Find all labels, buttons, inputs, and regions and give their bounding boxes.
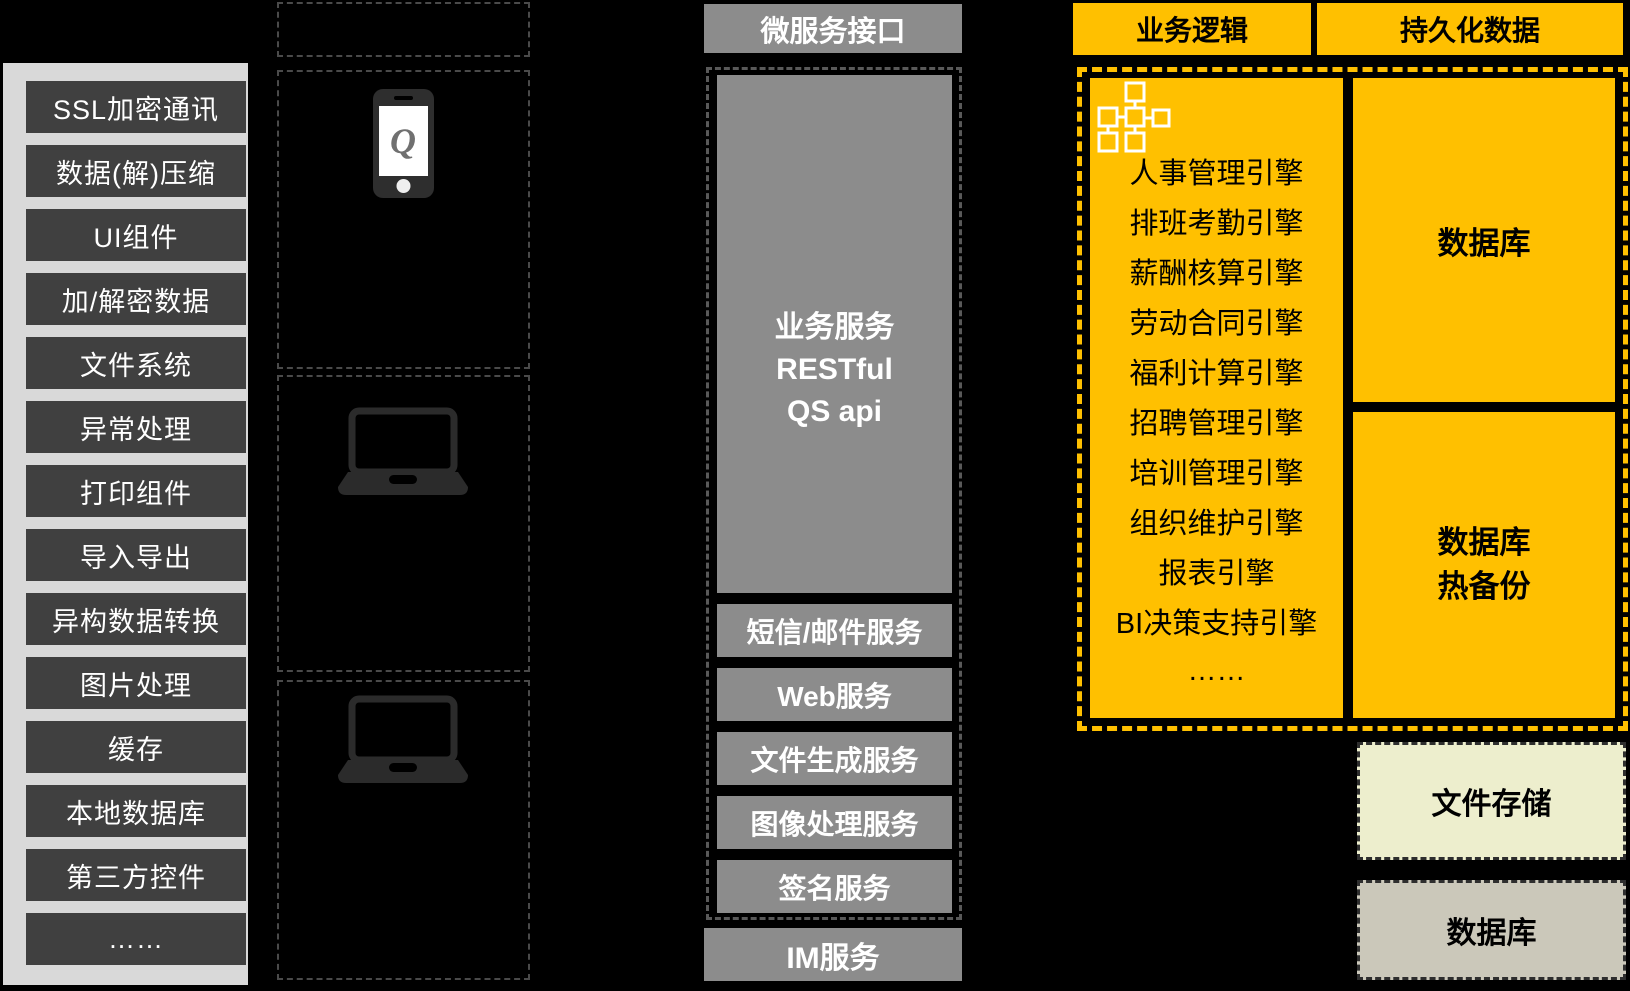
component-box: 异构数据转换 xyxy=(26,593,246,645)
engine-label: 招聘管理引擎 xyxy=(1129,408,1304,440)
component-box: 数据(解)压缩 xyxy=(26,145,246,197)
component-label: 图片处理 xyxy=(80,670,192,701)
bottom-database-box: 数据库 xyxy=(1357,880,1626,980)
component-label: 打印组件 xyxy=(80,478,192,509)
component-box: 加/解密数据 xyxy=(26,273,246,325)
microservice-container xyxy=(706,67,962,920)
service-label: 文件生成服务 xyxy=(750,744,919,776)
component-box: 本地数据库 xyxy=(26,785,246,837)
component-label: …… xyxy=(108,923,164,954)
component-label: 第三方控件 xyxy=(66,862,206,893)
engine-label: 培训管理引擎 xyxy=(1129,458,1304,490)
business-service-label: 业务服务 RESTful QS api xyxy=(717,75,952,433)
service-label: Web服务 xyxy=(777,680,892,712)
client-zone-mobile: Q xyxy=(277,70,530,369)
component-label: 导入导出 xyxy=(80,542,192,573)
component-box: 打印组件 xyxy=(26,465,246,517)
backend-container xyxy=(1077,67,1628,731)
client-zone-desktop-2 xyxy=(277,680,530,980)
engine-label: BI决策支持引擎 xyxy=(1115,608,1318,640)
business-logic-header: 业务逻辑 xyxy=(1073,3,1311,55)
engine-label: 排班考勤引擎 xyxy=(1129,208,1304,240)
engine-label: 劳动合同引擎 xyxy=(1129,308,1304,340)
engine-label: 报表引擎 xyxy=(1158,558,1275,590)
component-box: SSL加密通讯 xyxy=(26,81,246,133)
org-chart-icon xyxy=(1097,81,1171,153)
component-label: 异构数据转换 xyxy=(52,606,220,637)
component-label: 缓存 xyxy=(108,734,164,765)
laptop-icon xyxy=(338,407,468,495)
database-hot-backup-box: 数据库热备份 xyxy=(1353,412,1615,718)
component-box: …… xyxy=(26,913,246,965)
microservice-interface-header: 微服务接口 xyxy=(704,4,962,53)
engine-label: 福利计算引擎 xyxy=(1129,358,1304,390)
component-box: 导入导出 xyxy=(26,529,246,581)
smartphone-icon: Q xyxy=(373,89,434,198)
component-box: 第三方控件 xyxy=(26,849,246,901)
service-label: 短信/邮件服务 xyxy=(746,616,923,648)
im-service-box: IM服务 xyxy=(704,928,962,981)
component-label: 文件系统 xyxy=(80,350,192,381)
phone-logo: Q xyxy=(390,121,416,161)
component-label: UI组件 xyxy=(93,222,179,253)
business-service-line: RESTful xyxy=(776,353,893,386)
business-service-line: 业务服务 xyxy=(774,311,895,344)
component-box: 文件系统 xyxy=(26,337,246,389)
component-box: 缓存 xyxy=(26,721,246,773)
service-label: 图像处理服务 xyxy=(750,808,919,840)
business-logic-box: 人事管理引擎 排班考勤引擎 薪酬核算引擎 劳动合同引擎 福利计算引擎 xyxy=(1090,78,1343,718)
component-box: 异常处理 xyxy=(26,401,246,453)
file-storage-box: 文件存储 xyxy=(1357,742,1626,860)
database-box: 数据库 xyxy=(1353,78,1615,402)
service-box: Web服务 xyxy=(717,668,952,721)
service-box: 短信/邮件服务 xyxy=(717,604,952,657)
client-components-list: SSL加密通讯 数据(解)压缩 UI组件 加/解密数据 文件系统 xyxy=(26,81,246,965)
component-label: SSL加密通讯 xyxy=(52,94,220,125)
business-service-box: 业务服务 RESTful QS api xyxy=(717,75,952,593)
service-box: 签名服务 xyxy=(717,860,952,913)
component-box: 图片处理 xyxy=(26,657,246,709)
client-zone-desktop-1 xyxy=(277,375,530,672)
service-list: 短信/邮件服务 Web服务 文件生成服务 图像处理服务 签名服务 xyxy=(717,604,952,913)
component-label: 加/解密数据 xyxy=(61,286,211,317)
database-hot-backup-label: 数据库热备份 xyxy=(1437,525,1531,604)
laptop-icon xyxy=(338,695,468,783)
service-label: 签名服务 xyxy=(778,872,891,904)
client-components-panel: SSL加密通讯 数据(解)压缩 UI组件 加/解密数据 文件系统 xyxy=(3,63,248,985)
service-box: 文件生成服务 xyxy=(717,732,952,785)
component-label: 异常处理 xyxy=(80,414,192,445)
component-label: 本地数据库 xyxy=(66,798,206,829)
engine-label: 组织维护引擎 xyxy=(1129,508,1304,540)
engine-label: 薪酬核算引擎 xyxy=(1129,258,1304,290)
component-box: UI组件 xyxy=(26,209,246,261)
engine-list: 人事管理引擎 排班考勤引擎 薪酬核算引擎 劳动合同引擎 福利计算引擎 xyxy=(1090,146,1343,696)
engine-label: …… xyxy=(1187,654,1246,687)
client-zone-top xyxy=(277,2,530,57)
engine-label: 人事管理引擎 xyxy=(1129,158,1304,190)
service-box: 图像处理服务 xyxy=(717,796,952,849)
component-label: 数据(解)压缩 xyxy=(56,158,216,189)
persistent-data-header: 持久化数据 xyxy=(1317,3,1623,55)
business-service-line: QS api xyxy=(786,395,883,428)
